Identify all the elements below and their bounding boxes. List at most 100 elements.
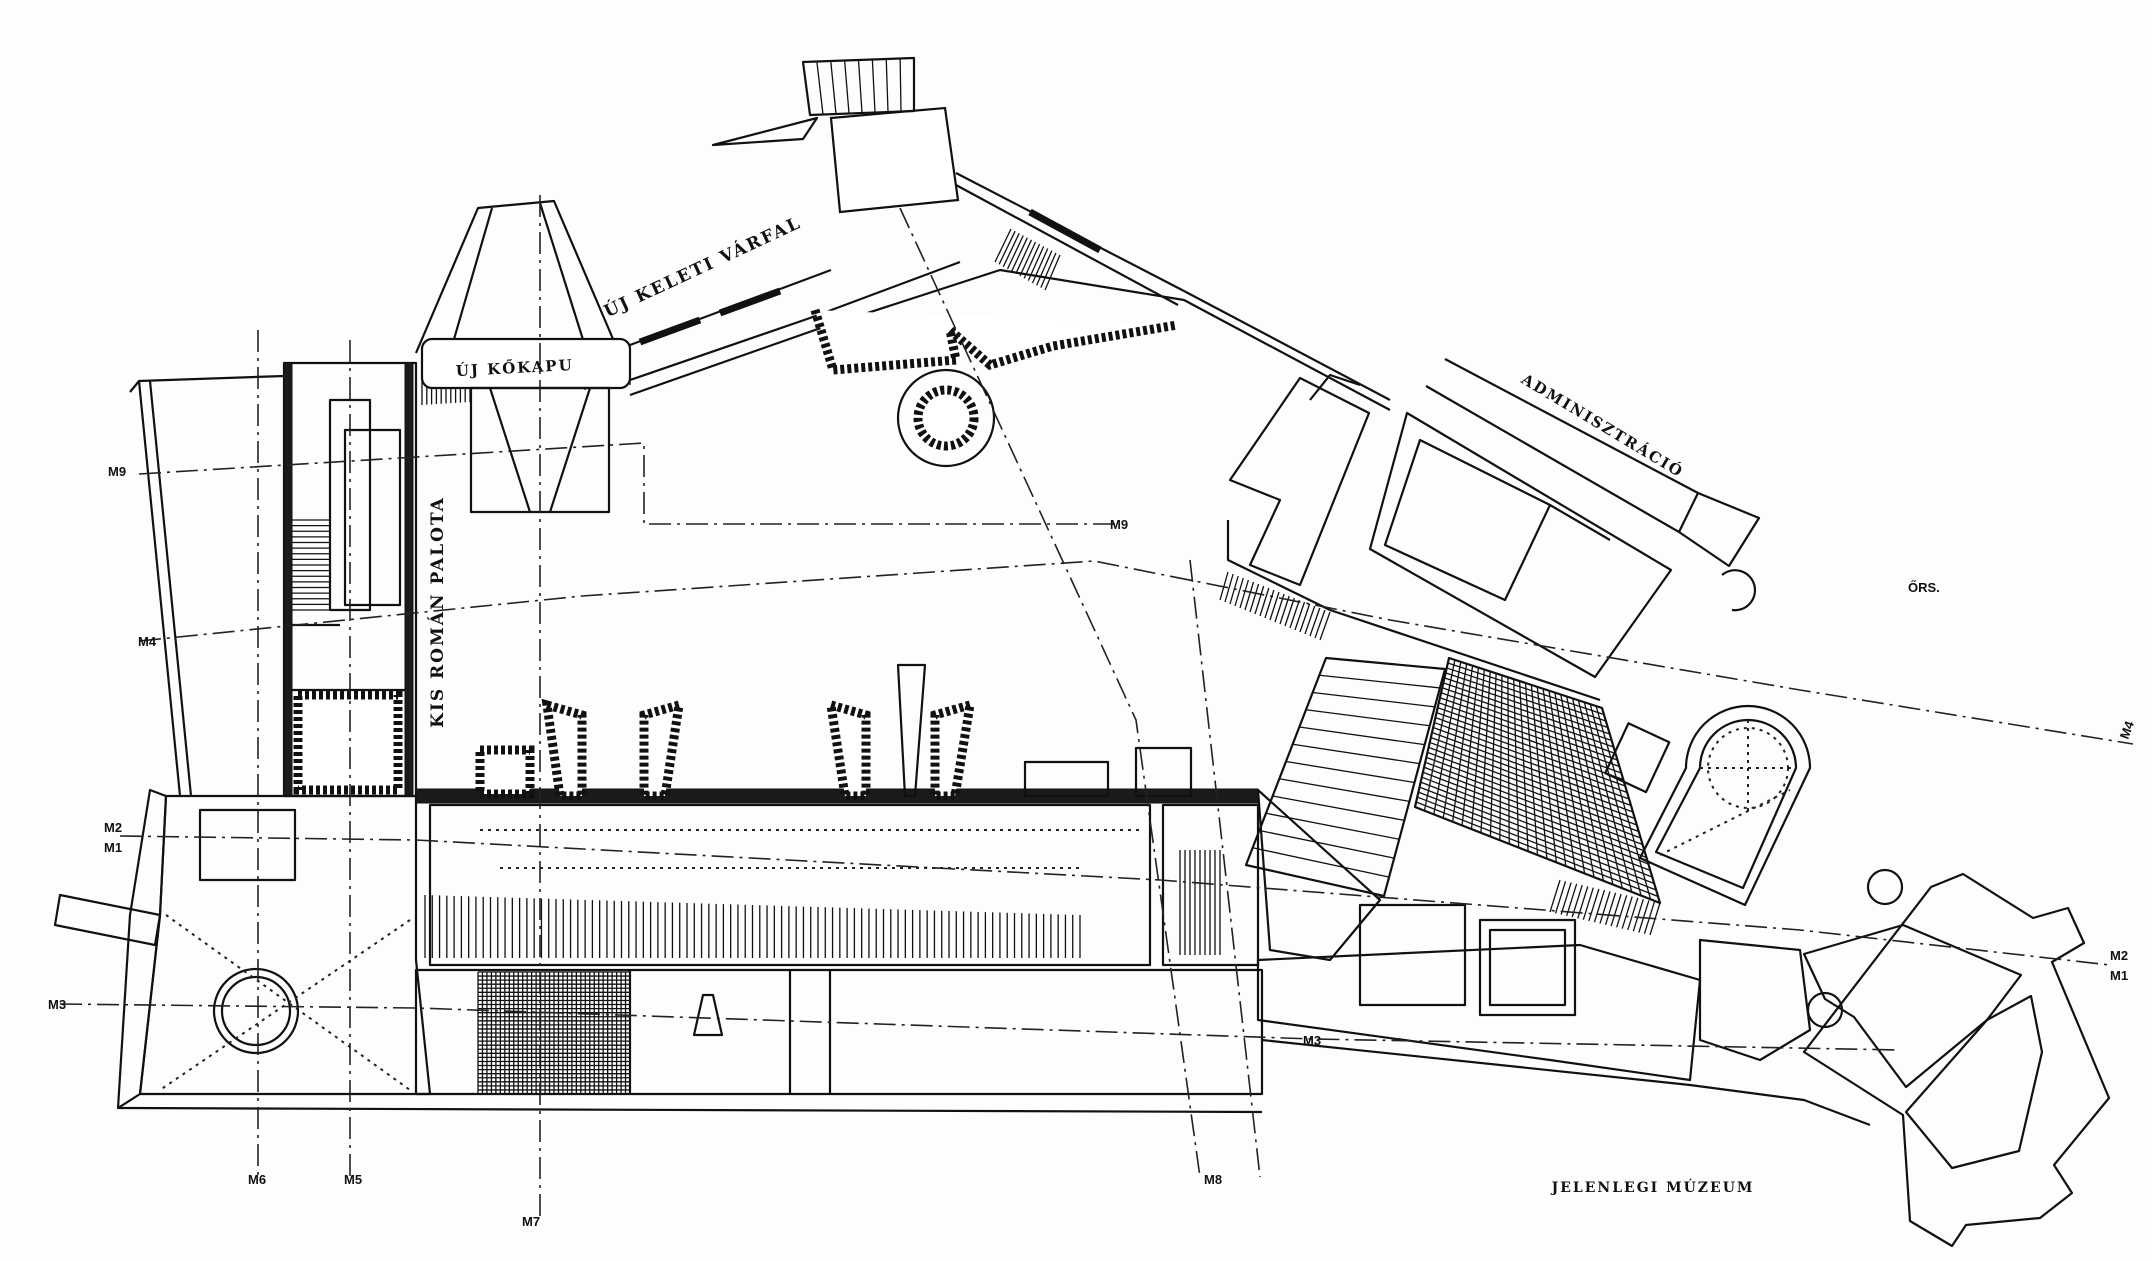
crosshatch-line: [1445, 672, 1609, 729]
marker-m6: M6: [248, 1172, 266, 1187]
stair-hatch-line: [1015, 239, 1033, 274]
stair-hatch-line: [1599, 891, 1611, 924]
crosshatch-line: [1420, 781, 1651, 872]
crosshatch-line: [1417, 796, 1657, 891]
crosshatch-line: [1441, 687, 1614, 748]
marker-m1-right: M1: [2110, 968, 2128, 983]
southeast-rooms: [1256, 868, 1904, 1127]
stair-hatch-line: [1023, 243, 1041, 279]
label-administration: ADMINISZTRÁCIÓ: [1517, 370, 1687, 482]
stair-hatch-line: [1264, 589, 1275, 619]
stair-hatch-line: [1224, 573, 1234, 603]
label-guard: ŐRS.: [1908, 580, 1940, 595]
stair-hatch-line: [1604, 892, 1617, 925]
stair-hatch-line: [1632, 898, 1644, 932]
vault-bay-line: [1252, 847, 1390, 878]
crosshatch-line: [1443, 682, 1612, 742]
crosshatch-line: [1430, 736, 1634, 813]
vaulted-halls: [1244, 656, 1662, 962]
marker-m4-right: M4: [2117, 718, 2138, 741]
east-curtain-wall: [629, 56, 1391, 411]
stair-hatch-line: [1560, 882, 1572, 915]
crosshatch-line: [1429, 741, 1636, 820]
marker-m8: M8: [1204, 1172, 1222, 1187]
marker-m3-left: M3: [48, 997, 66, 1012]
crosshatch-line: [1419, 786, 1653, 878]
southwest-bastion: [53, 788, 1263, 1114]
stair-hatch-line: [1239, 579, 1250, 609]
crosshatch-line: [1418, 791, 1655, 885]
stair-hatch-line: [1314, 609, 1326, 639]
stair-hatch-line: [1219, 571, 1229, 601]
new-gate: [414, 199, 632, 514]
crosshatch-line: [1440, 692, 1616, 755]
stair-hatch-line: [1593, 890, 1606, 923]
crosshatch-line: [1428, 746, 1638, 826]
chapel: [1604, 704, 1812, 907]
west-courtyard: [129, 374, 285, 797]
section-markers: M9 M4 M2 M1 M3 M6 M5 M7 M8 M3 M9 M2 M1 M…: [48, 464, 2137, 1229]
stair-hatch-line: [1588, 888, 1600, 922]
vault-bay-line: [1285, 760, 1415, 784]
stair-hatch-line: [1289, 599, 1301, 629]
crosshatch-line: [1444, 677, 1610, 735]
crosshatch-line: [1422, 771, 1647, 859]
stair-hatch-line: [1566, 883, 1578, 917]
stair-hatch-line: [1249, 583, 1260, 613]
stair-hatch-line: [885, 58, 889, 113]
stair-hatch-line: [899, 58, 902, 112]
crosshatch-line: [1427, 751, 1639, 833]
stair-hatch-line: [1627, 897, 1639, 931]
vault-bay-line: [1312, 691, 1435, 708]
administration-building: [1226, 358, 1761, 702]
stair-hatch-line: [1610, 893, 1622, 927]
section-lines: [59, 195, 2134, 1219]
stair-hatch-line: [857, 59, 863, 114]
vault-bay-line: [1299, 726, 1425, 746]
crosshatch-line: [1434, 721, 1628, 794]
vault-bay-line: [1305, 709, 1430, 727]
stair-hatch-line: [1616, 895, 1628, 928]
stair-hatch-line: [1031, 248, 1049, 284]
stair-hatch-line: [1304, 605, 1316, 635]
stair-hatch-line: [1011, 237, 1028, 272]
marker-m3-right: M3: [1303, 1033, 1321, 1048]
stair-hatch-line: [1044, 254, 1061, 291]
stair-hatch-line: [871, 59, 876, 113]
crosshatch-line: [1421, 776, 1649, 865]
stair-hatch-line: [994, 228, 1012, 263]
stair-hatch-line: [1040, 252, 1057, 288]
marker-m9-left: M9: [108, 464, 126, 479]
stair-hatch-line: [1294, 601, 1306, 631]
stair-hatch-line: [1582, 887, 1594, 920]
marker-m4-left: M4: [138, 634, 157, 649]
main-hall: [414, 788, 1264, 1096]
stair-hatch-line: [1006, 235, 1024, 270]
label-small-romanesque-palace: KIS ROMÁN PALOTA: [427, 496, 448, 728]
stair-hatch-line: [1002, 233, 1020, 267]
stair-hatch-line: [1549, 879, 1561, 913]
rubble-wall: [810, 308, 1178, 375]
stair-hatch-line: [1279, 595, 1290, 625]
marker-m9-right: M9: [1110, 517, 1128, 532]
stair-hatch-line: [843, 60, 850, 114]
crosshatch-line: [1436, 712, 1624, 781]
stair-hatch-line: [816, 61, 824, 115]
small-romanesque-palace: [282, 361, 418, 798]
stair-hatch-line: [1554, 881, 1567, 914]
vault-bay-line: [1259, 829, 1395, 859]
marker-m5: M5: [344, 1172, 362, 1187]
crosshatch-line: [1437, 707, 1622, 774]
stair-hatch-line: [1284, 597, 1295, 627]
well: [896, 368, 996, 468]
label-current-museum: JELENLEGI MÚZEUM: [1550, 1178, 1755, 1196]
crosshatch-line: [1424, 761, 1643, 846]
crosshatch-line: [1426, 756, 1641, 839]
stair-hatch-line: [1309, 607, 1321, 637]
stair-hatch-line: [1244, 581, 1255, 611]
stair-hatch-line: [830, 60, 837, 115]
courtyard-stairs: [475, 663, 1193, 801]
crosshatch-line: [1435, 716, 1626, 787]
marker-m1-left: M1: [104, 840, 122, 855]
